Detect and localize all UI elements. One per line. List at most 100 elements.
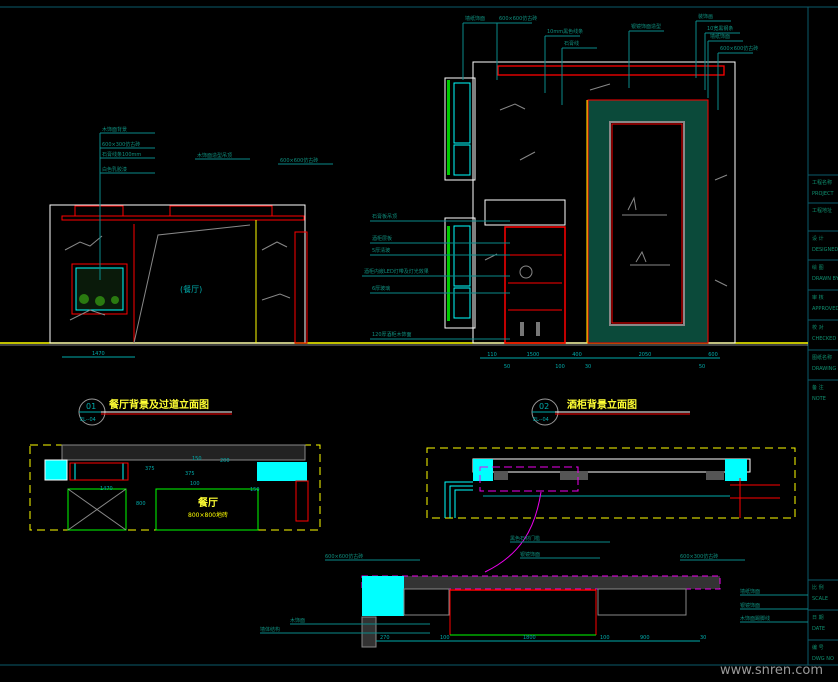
- title-block-label: 日 期: [812, 615, 824, 621]
- art-inner-frame: [611, 123, 683, 324]
- floor-label: 800×800地砖: [188, 511, 228, 519]
- column: [725, 459, 747, 481]
- window-sill: [447, 226, 450, 321]
- annotation-label: 酒柜层板: [372, 235, 392, 242]
- title-block-label: 审 核: [812, 294, 824, 301]
- annotation-label: 木饰面: [290, 617, 305, 624]
- dimension-label: 800: [136, 501, 146, 507]
- annotation-label: 木饰面背景: [102, 126, 127, 133]
- wine-cabinet: [504, 226, 566, 344]
- dimension-label: 270: [380, 635, 390, 641]
- glass-panel: [453, 225, 471, 287]
- column: [362, 576, 404, 616]
- title-block-label: 工程名称: [812, 179, 832, 186]
- ceiling-recess-right: [169, 205, 273, 217]
- dimension-label: 2050: [639, 352, 652, 358]
- marble-veins: [64, 235, 291, 321]
- title-block-label: 设 计: [812, 235, 824, 242]
- cabinet-hatch: [494, 471, 508, 480]
- title-block-label: 图纸名称: [812, 354, 832, 361]
- watermark: www.snren.com: [720, 663, 823, 678]
- annotation-label: 6厚玻璃: [372, 285, 390, 292]
- planter-frame: [69, 462, 129, 481]
- annotation-label: 10mm黑色线条: [547, 28, 583, 35]
- title-block-value: SCALE: [812, 596, 828, 602]
- dimension-label: 375: [145, 466, 155, 472]
- annotation-label: 银镜饰面: [740, 602, 760, 609]
- ceiling-molding: [61, 215, 305, 221]
- annotation-label: 600×600仿古砖: [325, 553, 363, 560]
- dimension-label: 50: [504, 364, 510, 370]
- upper-cabinet: [484, 199, 566, 226]
- ship-painting: [622, 196, 670, 266]
- art-frame: [609, 121, 685, 326]
- dimension-label: 600: [708, 352, 718, 358]
- void-cross: [67, 488, 127, 531]
- dimension-label: 100: [555, 364, 565, 370]
- side-door-frame: [294, 231, 308, 344]
- ceiling-box-right: [597, 588, 687, 616]
- title-block-value: PROJECT: [812, 191, 835, 197]
- red-lines: [730, 478, 780, 518]
- window-lower: [444, 217, 476, 329]
- cabinet-hatch: [560, 471, 588, 480]
- planter: [74, 462, 124, 481]
- annotation-label: 墙纸饰面: [710, 33, 730, 40]
- title-02: 02 EL--04 酒柜背景立面图: [531, 398, 690, 426]
- annotation-label: 120厚酒柜木饰面: [372, 331, 412, 338]
- annotation-label: 装饰画: [698, 13, 713, 20]
- sheet-ref: EL--04: [533, 417, 549, 423]
- annotation-label: 黑色石材门槛: [510, 535, 540, 542]
- drawing-title: 酒柜背景立面图: [567, 398, 637, 411]
- bottle-icon: [520, 322, 524, 336]
- title-block-label: 比 例: [812, 584, 824, 591]
- dining-area: [155, 488, 259, 531]
- dimension-label: 150: [250, 487, 260, 493]
- annotation-label: 白色乳胶漆: [102, 166, 127, 173]
- dimension-label: 1800: [523, 635, 536, 641]
- window-sill: [447, 80, 450, 175]
- wall-hatch: [361, 616, 377, 648]
- dimension-label: 900: [640, 635, 650, 641]
- title-block-label: 备 注: [812, 384, 824, 391]
- ceiling-strip: [497, 65, 725, 76]
- annotation-label: 石膏线: [564, 40, 579, 47]
- slab-hatch: [361, 575, 721, 590]
- window-upper: [444, 77, 476, 181]
- bottle-icon: [536, 322, 540, 336]
- opening-perspective: [133, 224, 251, 344]
- plan-boundary: [426, 447, 796, 519]
- elevation-1-annotations: 木饰面背景600×300仿古砖石膏线条100mm白色乳胶漆木饰面造型吊顶600×…: [99, 126, 333, 280]
- ceiling-box-left: [403, 588, 450, 616]
- title-block-value: DWG NO: [812, 656, 834, 662]
- column: [44, 459, 68, 481]
- column: [257, 462, 307, 481]
- column: [473, 459, 493, 481]
- wall-outline: [472, 458, 751, 473]
- wall-hatch: [61, 444, 306, 461]
- title-block-value: DRAWING: [812, 366, 836, 372]
- plant-shape: [79, 294, 89, 304]
- dimension-label: 100: [190, 481, 200, 487]
- title-01: 01 EL--04 餐厅背景及过道立面图: [78, 398, 232, 426]
- marble-veins: [484, 83, 728, 287]
- drawing-title: 餐厅背景及过道立面图: [108, 398, 209, 411]
- title-block-label: 绘 图: [812, 264, 824, 271]
- annotation-label: 木饰面踢脚线: [740, 615, 770, 622]
- dimension-label: 375: [185, 471, 195, 477]
- title-block-value: CHECKED BY: [812, 336, 838, 342]
- title-block-value: DATE: [812, 626, 825, 632]
- pipe-lines: [444, 481, 473, 518]
- cabinet-hatch: [706, 471, 724, 480]
- title-block-value: DESIGNED BY: [812, 247, 838, 253]
- dimension-label: 1500: [527, 352, 540, 358]
- drawing-number: 02: [539, 402, 549, 411]
- dimension-label: 110: [487, 352, 497, 358]
- dimension-label: 400: [572, 352, 582, 358]
